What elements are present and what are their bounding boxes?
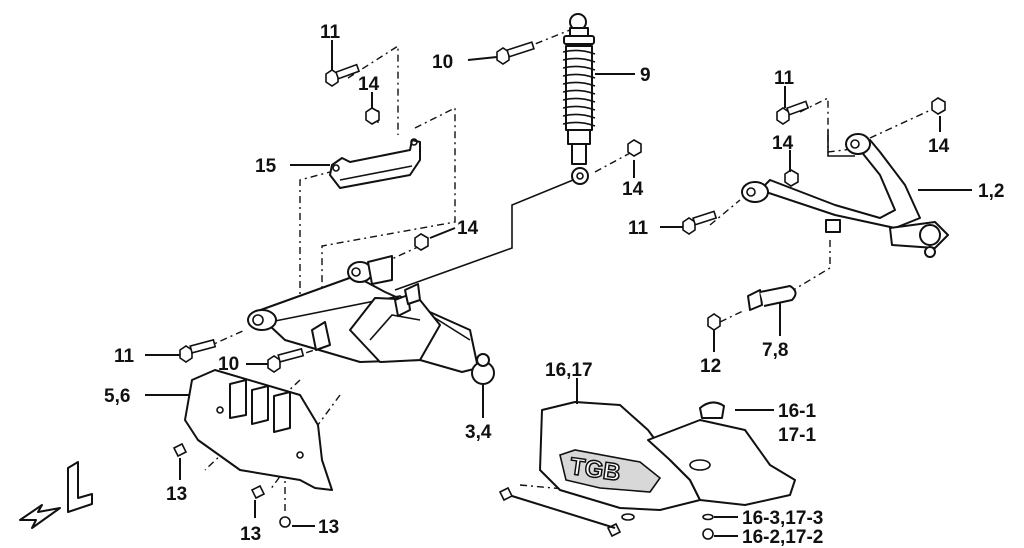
callout-p9: 14 bbox=[772, 133, 794, 154]
callout-p22: 13 bbox=[166, 484, 187, 505]
bolt-10-lower-icon bbox=[267, 347, 305, 373]
nut-14-mid-right-icon bbox=[784, 169, 799, 187]
bolt-11-lower-left-icon bbox=[179, 338, 217, 363]
bolt-10-top-icon bbox=[496, 41, 535, 65]
guard-bracket bbox=[329, 138, 421, 189]
screw-13-c-icon bbox=[279, 516, 291, 528]
callout-p3: 15 bbox=[255, 156, 277, 177]
callout-p25: 16-3,17-3 bbox=[742, 508, 823, 529]
lower-a-arm bbox=[247, 255, 495, 385]
callout-p11: 11 bbox=[628, 218, 649, 239]
skid-plate-logo: TGB bbox=[568, 453, 622, 487]
callout-p21: 17-1 bbox=[778, 425, 816, 446]
washer-16-3-icon bbox=[621, 513, 714, 521]
callout-p16: 3,4 bbox=[465, 422, 492, 443]
screw-13-a-icon bbox=[172, 442, 188, 458]
screw-13-b-icon bbox=[250, 484, 266, 500]
nut-14-center-icon bbox=[414, 233, 429, 251]
callout-p1: 11 bbox=[320, 22, 341, 43]
callout-labels: 11 14 15 10 9 14 11 14 14 1,2 11 14 11 1… bbox=[104, 22, 1004, 548]
fasteners bbox=[172, 41, 946, 540]
callout-p20: 16-1 bbox=[778, 401, 816, 422]
callout-p26: 16-2,17-2 bbox=[742, 527, 823, 548]
callout-p2: 14 bbox=[358, 74, 380, 95]
front-direction-arrow-icon: F bbox=[19, 461, 93, 529]
callout-p15: 5,6 bbox=[104, 386, 130, 407]
callout-p6: 14 bbox=[622, 179, 644, 200]
callout-p5: 9 bbox=[640, 65, 651, 86]
callout-p23: 13 bbox=[240, 524, 261, 545]
callout-p17: 12 bbox=[700, 356, 721, 377]
nut-14-right-icon bbox=[931, 97, 946, 115]
front-guard bbox=[184, 369, 333, 491]
callout-p18: 7,8 bbox=[762, 340, 788, 361]
bolt-11-mid-right-icon bbox=[682, 210, 718, 235]
brake-hose-clip bbox=[747, 285, 797, 311]
callout-p19: 16,17 bbox=[545, 360, 593, 381]
bolt-12-icon bbox=[707, 313, 721, 331]
callout-p10: 1,2 bbox=[978, 181, 1004, 202]
leader-lines bbox=[145, 40, 972, 537]
callout-p4: 10 bbox=[432, 52, 453, 73]
upper-a-arm bbox=[741, 133, 949, 258]
callout-p8: 14 bbox=[928, 136, 950, 157]
screw-16-2-a-icon bbox=[498, 486, 514, 502]
shock-absorber bbox=[562, 13, 596, 185]
stay-to-arm-line bbox=[827, 130, 855, 157]
callout-p7: 11 bbox=[774, 68, 795, 89]
nut-14-upper-left-icon bbox=[365, 107, 380, 125]
bolt-11-upper-arm-icon bbox=[776, 100, 810, 125]
skid-plate: TGB bbox=[539, 401, 796, 511]
shock-to-arm-line bbox=[394, 177, 579, 291]
callout-p12: 14 bbox=[457, 218, 479, 239]
callout-p13: 11 bbox=[114, 346, 135, 367]
callout-p24: 13 bbox=[318, 517, 339, 538]
callout-p14: 10 bbox=[218, 354, 239, 375]
nut-14-shock-icon bbox=[627, 139, 642, 157]
screw-16-2-b-icon bbox=[606, 522, 714, 540]
bolt-11-upper-left-icon bbox=[325, 63, 361, 87]
